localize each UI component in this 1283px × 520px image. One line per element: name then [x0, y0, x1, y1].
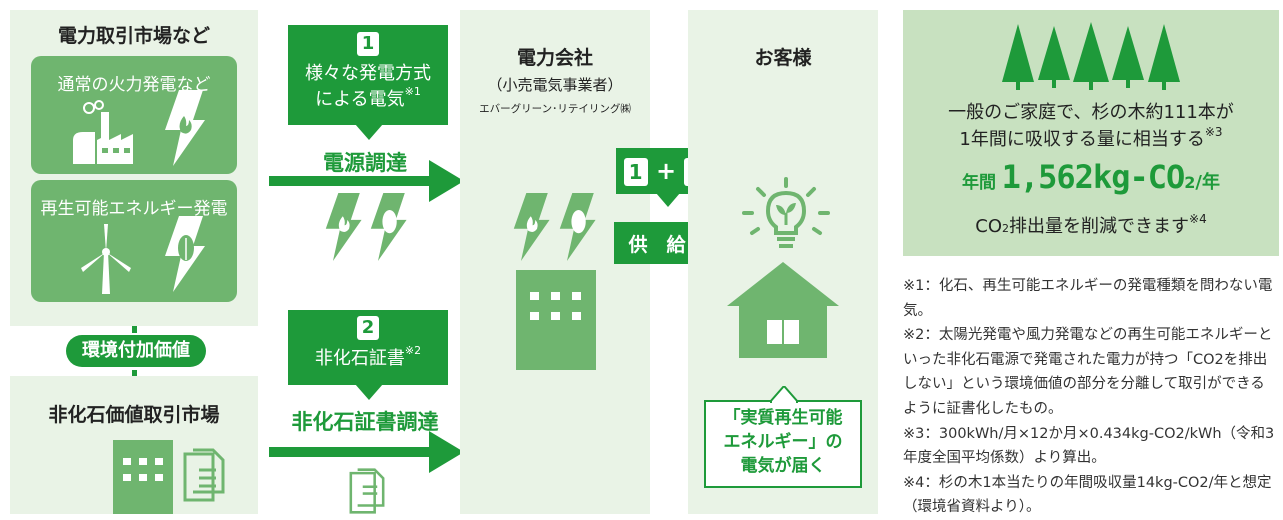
trees-icon [1002, 22, 1180, 90]
callout-1: 1 様々な発電方式 による電気※1 [288, 25, 448, 125]
customer-title: お客様 [754, 47, 812, 69]
note-mark-3: ※3 [1204, 125, 1223, 139]
effect-line3a: CO [975, 216, 1003, 237]
effect-line2: 1年間に吸収する量に相当する [959, 129, 1205, 150]
eco-bulb-icon [742, 177, 830, 248]
effect-line3b: 排出量を削減できます [1009, 216, 1190, 237]
note-mark-2: ※2 [404, 344, 422, 357]
company-subtitle: （小売電気事業者） [487, 76, 623, 94]
customer-line3: 電気が届く [740, 456, 826, 476]
footnote-4: ※4：杉の木1本当たりの年間吸収量14kg-CO2/年と想定（環境省資料より）。 [903, 474, 1272, 516]
supply-tail [656, 193, 680, 207]
thermal-card: 通常の火力発電など [31, 56, 237, 174]
wind-turbine-icon [81, 224, 131, 294]
customer-callout: 「実質再生可能 エネルギー」の 電気が届く [704, 400, 862, 488]
arrow-2-label: 非化石証書調達 [291, 410, 439, 434]
effect-line3-wrap: CO2排出量を削減できます※4 [903, 212, 1279, 238]
leaf-icon-flow [370, 193, 407, 261]
effect-prefix: 年間 [962, 173, 997, 193]
note-mark-1: ※1 [404, 85, 421, 98]
supply-plus: + [655, 157, 677, 185]
callout-2-tail [355, 384, 383, 400]
number-2-badge: 2 [357, 316, 379, 340]
footnote-3: ※3：300kWh/月×12か月×0.434kg-CO2/kWh（令和3年度全国… [903, 425, 1275, 467]
documents-icon [183, 448, 225, 502]
effect-line1: 一般のご家庭で、杉の木約111本が [948, 102, 1234, 123]
leaf-icon-company [559, 193, 596, 261]
company-title: 電力会社 [516, 47, 593, 69]
customer-line1: 「実質再生可能 [723, 408, 843, 428]
note-mark-4: ※4 [1189, 212, 1207, 226]
effect-line3-sub: 2 [1002, 222, 1010, 235]
arrow-2 [269, 431, 464, 473]
callout-1-line1: 様々な発電方式 [305, 63, 431, 84]
nonfossil-market-title: 非化石価値取引市場 [48, 404, 220, 426]
arrow-1 [269, 160, 464, 202]
thermal-label: 通常の火力発電など [57, 75, 211, 95]
renewable-card: 再生可能エネルギー発電 [31, 180, 237, 302]
footnote-1: ※1：化石、再生可能エネルギーの発電種類を問わない電気。 [903, 278, 1273, 319]
env-value-badge: 環境付加価値 [66, 335, 206, 367]
callout-1-tail [355, 124, 383, 140]
fire-icon-flow [325, 193, 362, 261]
callout-2: 2 非化石証書※2 [288, 310, 448, 385]
office-building-icon [516, 270, 596, 370]
supply-label: 供 給 [628, 234, 686, 256]
effect-unit: /年 [1195, 172, 1220, 193]
company-name: エバーグリーン･リテイリング㈱ [479, 103, 631, 115]
fire-power-icon [165, 90, 205, 166]
callout-1-line2: による電気 [315, 89, 405, 110]
leaf-power-icon [165, 216, 205, 292]
effect-value: 1,562kg-CO [1001, 158, 1186, 196]
supply-num-1: 1 [623, 158, 648, 186]
customer-callout-tail [770, 386, 798, 403]
number-1-badge: 1 [357, 32, 379, 56]
footnote-2: ※2：太陽光発電や風力発電などの再生可能エネルギーといった非化石電源で発電された… [903, 327, 1273, 417]
effect-sub: 2 [1184, 173, 1196, 192]
fire-icon-company [513, 193, 550, 261]
factory-icon [73, 100, 133, 164]
callout-2-label: 非化石証書 [314, 348, 405, 369]
building-icon [113, 440, 173, 514]
customer-line2: エネルギー」の [723, 432, 843, 452]
footnotes: ※1：化石、再生可能エネルギーの発電種類を問わない電気。 ※2：太陽光発電や風力… [903, 274, 1279, 520]
market-title: 電力取引市場など [57, 25, 210, 47]
certificate-icon [349, 468, 385, 514]
renewable-label: 再生可能エネルギー発電 [40, 199, 228, 219]
arrow-1-label: 電源調達 [323, 151, 407, 175]
house-icon [727, 262, 839, 358]
effect-value-wrap: 年間 1,562kg-CO2/年 [903, 158, 1279, 196]
effect-line2-wrap: 1年間に吸収する量に相当する※3 [903, 125, 1279, 151]
